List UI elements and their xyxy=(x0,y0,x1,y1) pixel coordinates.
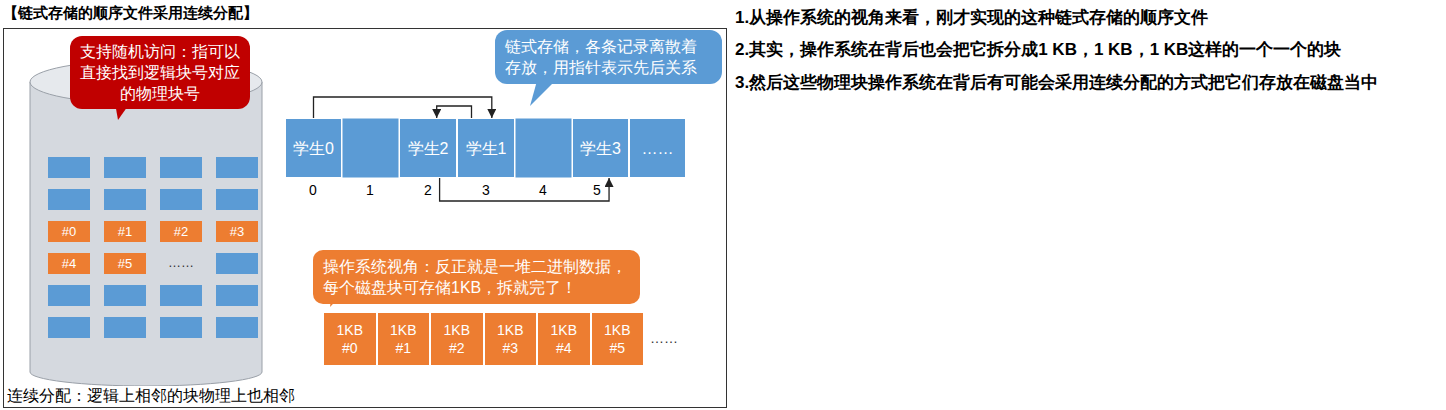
disk-block xyxy=(48,285,90,306)
record-cell: 学生2 xyxy=(399,118,457,178)
node-text: #1 xyxy=(118,223,132,240)
title: 【链式存储的顺序文件采用连续分配】 xyxy=(3,4,258,23)
index-number: 1 xyxy=(363,182,377,199)
node-text: #1 xyxy=(395,339,411,357)
index-number: 5 xyxy=(590,182,604,199)
block-cell: 1KB#4 xyxy=(537,312,591,366)
node-text: #2 xyxy=(449,339,465,357)
record-cell: …… xyxy=(629,118,686,178)
node-text: 链式存储，各条记录离散着存放，用指针表示先后关系 xyxy=(505,36,712,78)
note-text: 2.其实，操作系统在背后也会把它拆分成1 KB，1 KB，1 KB这样的一个一个… xyxy=(735,40,1440,60)
disk-block xyxy=(48,189,90,210)
node-text: 1KB xyxy=(551,321,577,339)
node-text: 1KB xyxy=(497,321,523,339)
block-cell: 1KB#2 xyxy=(430,312,484,366)
node-text: #3 xyxy=(230,223,244,240)
node-text: #2 xyxy=(174,223,188,240)
disk-block: #4 xyxy=(48,253,90,274)
disk-block xyxy=(48,157,90,178)
node-text: …… xyxy=(642,138,674,159)
index-number: 3 xyxy=(479,182,493,199)
ellipsis: …… xyxy=(650,330,690,347)
node-text: 1KB xyxy=(604,321,630,339)
disk-block xyxy=(160,285,202,306)
node-text: #4 xyxy=(556,339,572,357)
index-number: 4 xyxy=(536,182,550,199)
record-cell: 学生1 xyxy=(457,118,515,178)
node-text: 学生0 xyxy=(293,138,334,159)
pointer-arrow xyxy=(437,106,472,118)
disk-block xyxy=(216,253,258,274)
disk-block: #5 xyxy=(104,253,146,274)
empty-record-cell xyxy=(515,118,572,178)
note-text: 1.从操作系统的视角来看，刚才实现的这种链式存储的顺序文件 xyxy=(735,8,1440,28)
disk-block xyxy=(160,189,202,210)
node-text: 学生3 xyxy=(580,138,621,159)
disk-block xyxy=(216,189,258,210)
note-text: 3.然后这些物理块操作系统在背后有可能会采用连续分配的方式把它们存放在磁盘当中 xyxy=(735,73,1440,93)
ellipsis: …… xyxy=(160,255,202,271)
disk-block: #0 xyxy=(48,221,90,242)
disk-block xyxy=(216,285,258,306)
node-text: 1KB xyxy=(444,321,470,339)
empty-record-cell xyxy=(342,118,399,178)
disk-block xyxy=(48,317,90,338)
caption: 连续分配：逻辑上相邻的块物理上也相邻 xyxy=(5,386,297,405)
disk-block: #3 xyxy=(216,221,258,242)
callout-box: 操作系统视角：反正就是一堆二进制数据，每个磁盘块可存储1KB，拆就完了！ xyxy=(313,250,640,304)
node-text: #5 xyxy=(118,255,132,272)
block-cell: 1KB#5 xyxy=(591,312,645,366)
disk-block xyxy=(216,157,258,178)
callout-box: 链式存储，各条记录离散着存放，用指针表示先后关系 xyxy=(495,30,722,84)
node-text: 操作系统视角：反正就是一堆二进制数据，每个磁盘块可存储1KB，拆就完了！ xyxy=(323,256,630,298)
index-number: 2 xyxy=(421,182,435,199)
panel-border xyxy=(4,29,727,408)
node-text: 1KB xyxy=(337,321,363,339)
node-text: #3 xyxy=(502,339,518,357)
pointer-arrow xyxy=(440,178,609,201)
node-text: 支持随机访问：指可以直接找到逻辑块号对应的物理块号 xyxy=(78,41,242,104)
block-cell: 1KB#3 xyxy=(484,312,538,366)
disk-block xyxy=(104,285,146,306)
disk-block: #1 xyxy=(104,221,146,242)
node-text: 学生2 xyxy=(408,138,449,159)
callout-box: 支持随机访问：指可以直接找到逻辑块号对应的物理块号 xyxy=(70,36,250,109)
disk-blocks xyxy=(48,157,258,338)
disk-block xyxy=(160,157,202,178)
node-text: 1KB xyxy=(390,321,416,339)
disk-block xyxy=(216,317,258,338)
disk-block xyxy=(104,317,146,338)
record-cell: 学生3 xyxy=(572,118,629,178)
node-text: #5 xyxy=(609,339,625,357)
node-text: #4 xyxy=(62,255,76,272)
disk-block xyxy=(104,157,146,178)
index-number: 0 xyxy=(306,182,320,199)
disk-block: #2 xyxy=(160,221,202,242)
node-text: #0 xyxy=(342,339,358,357)
disk-block xyxy=(104,189,146,210)
disk-block xyxy=(160,317,202,338)
pointer-arrow xyxy=(314,97,492,118)
node-text: #0 xyxy=(62,223,76,240)
block-cell: 1KB#1 xyxy=(377,312,431,366)
node-text: 学生1 xyxy=(466,138,507,159)
block-cell: 1KB#0 xyxy=(323,312,377,366)
record-cell: 学生0 xyxy=(285,118,342,178)
disk-body xyxy=(30,82,262,386)
